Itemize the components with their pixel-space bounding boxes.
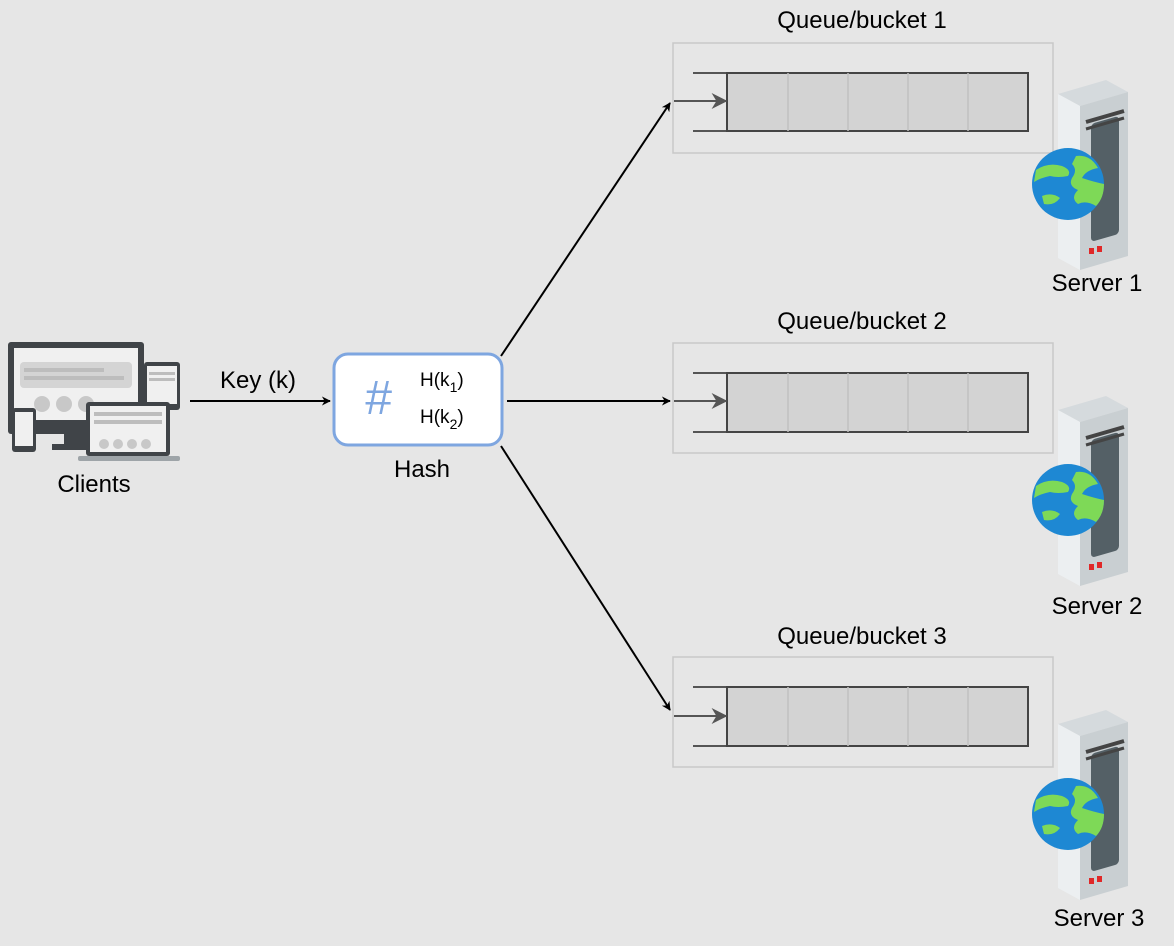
server-globe-icon — [1030, 78, 1130, 272]
hash-line-2: H(k2) — [420, 407, 464, 432]
server-globe-icon — [1030, 394, 1130, 588]
server-label-3: Server 3 — [1054, 905, 1145, 932]
queue-bucket-1: Queue/bucket 1 — [672, 7, 1054, 154]
edge-hash-to-queue-3 — [500, 445, 671, 711]
hash-line-1: H(k1) — [420, 370, 464, 395]
server-label-2: Server 2 — [1052, 593, 1143, 620]
edge-key-label: Key (k) — [220, 367, 296, 394]
clients-label: Clients — [57, 471, 130, 498]
hash-node[interactable]: # H(k1) H(k2) — [332, 352, 504, 447]
queue-label-2: Queue/bucket 2 — [777, 308, 946, 335]
queue-label-1: Queue/bucket 1 — [777, 7, 946, 34]
edge-hash-to-queue-1 — [500, 102, 671, 357]
queue-label-3: Queue/bucket 3 — [777, 623, 946, 650]
queue-bucket-3: Queue/bucket 3 — [672, 623, 1054, 768]
server-label-1: Server 1 — [1052, 270, 1143, 297]
hash-icon: # — [365, 372, 393, 425]
server-globe-icon — [1030, 708, 1130, 902]
clients-devices-icon — [8, 342, 180, 461]
hash-label: Hash — [394, 456, 450, 483]
queue-bucket-2: Queue/bucket 2 — [672, 308, 1054, 454]
hash-box — [332, 352, 504, 447]
